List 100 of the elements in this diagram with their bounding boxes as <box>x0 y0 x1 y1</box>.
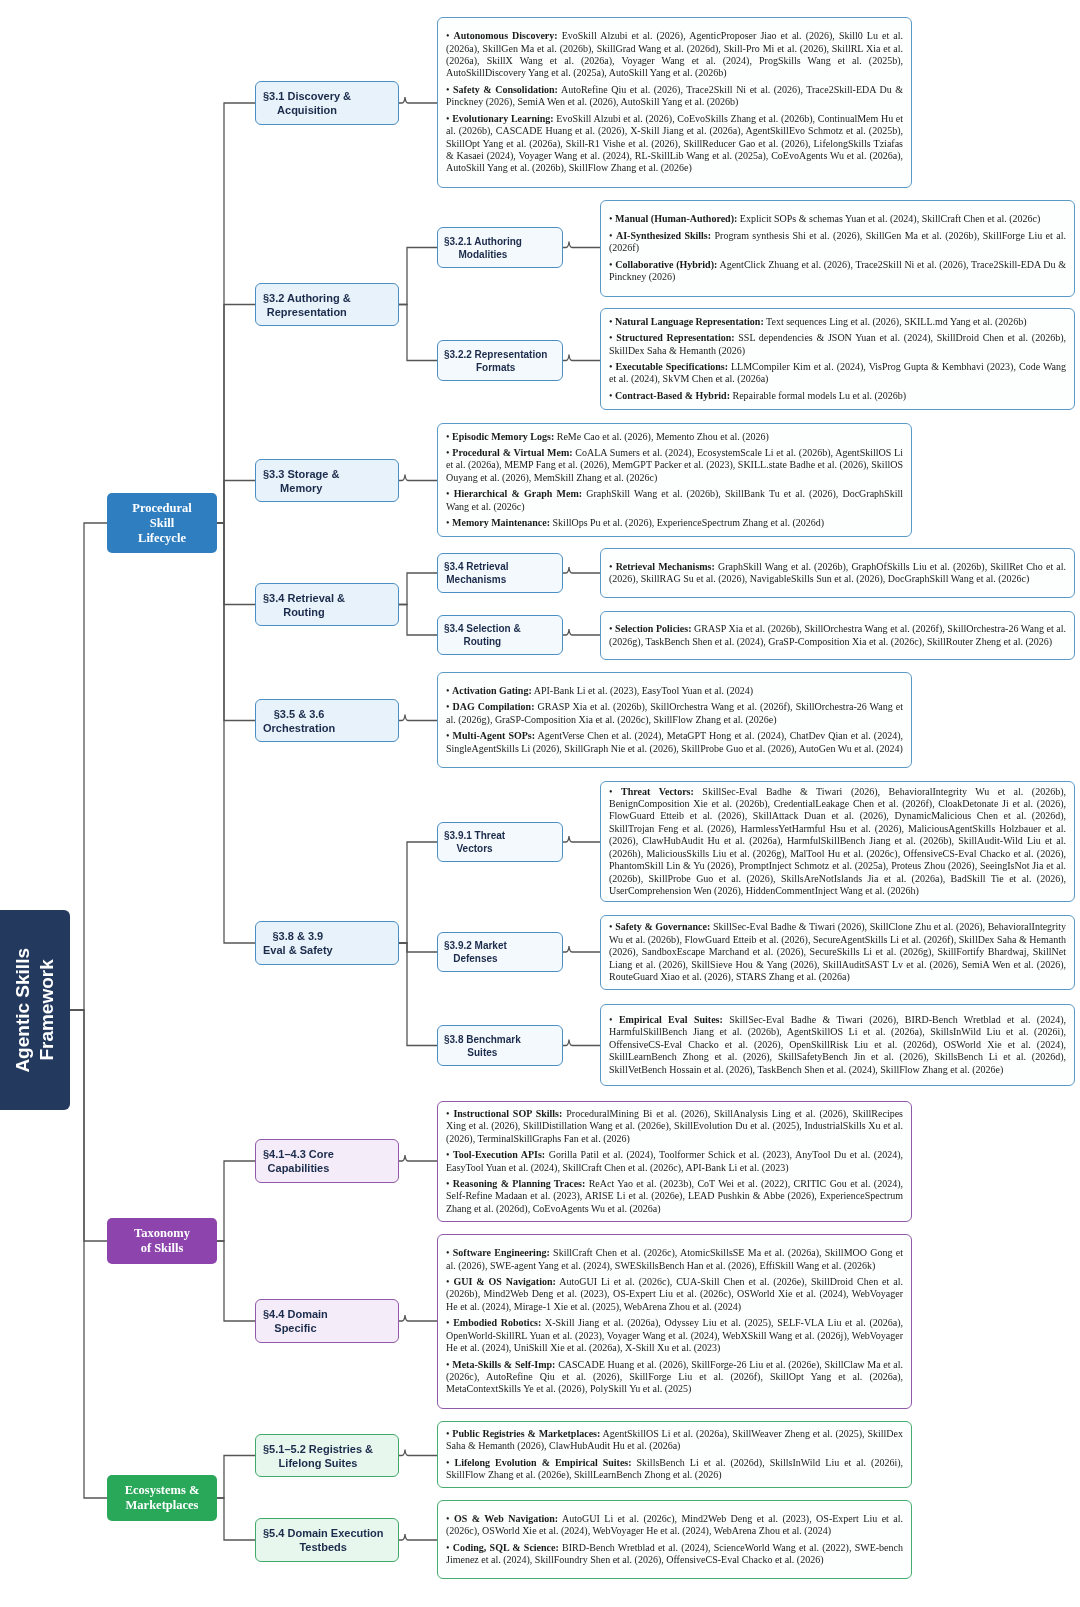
citation-entry: • Meta-Skills & Self-Imp: CASCADE Huang et al. (2026), SkillForge-26 Liu et al. (2026e), SkillClaw Ma et al. (2026c), AutoRefine Qiu et al. (2026), SkillForge Liu et al. (2026f), SkillOpt Yang et al. (2026a), MetaContextSkills Ye et al. (2026), PolySkill Yu et al. (2025) <box>446 1358 903 1396</box>
citation-entry: • GUI & OS Navigation: AutoGUI Li et al. (2026c), CUA-Skill Chen et al. (2026e), SkillDroid Chen et al. (2026b), Mind2Web Deng et al. (2023), OS-Expert Liu et al. (2026c), OSWorld Xie et al. (2024), WebVoyager He et al. (2024), Mirage-1 Xie et al. (2025), WebArena Zhou et al. (2024) <box>446 1276 903 1314</box>
citation-entry: • Selection Policies: GRASP Xia et al. (2026b), SkillOrchestra Wang et al. (2026f), SkillOrchestra-26 Wang et al. (2026g), TaskBench Shen et al. (2024), GraSP-Composition Xia et al. (2026c), SkillRouter Zheng et al. (2026) <box>609 623 1066 648</box>
category-title: Ecosystems & Marketplaces <box>124 1483 200 1513</box>
citation-entry: • Safety & Governance: SkillSec-Eval Badhe & Tiwari (2026), SkillClone Zhu et al. (2026), BehavioralIntegrity Wu et al. (2026b), FlowGuard Etteib et al. (2026), SecureAgentSkills Li et al. (2026f), SkillDex Saha & Hemanth (2026), SandboxEscape Marchand et al. (2026), SecureSkills Li et al. (2026g), SkillFortify Bhardwaj, SkillNet Liang et al. (2026), SkillSieve Hou & Yang (2026), SkillAuditSAST Lv et al. (2026), SemiA Wen et al. (2026), RouteGuard Xiao et al. (2026), STARS Zhang et al. (2026a) <box>609 921 1066 984</box>
citation-panel <box>600 200 1075 297</box>
section-box <box>255 1299 399 1343</box>
section-title: §5.1–5.2 Registries & Lifelong Suites <box>263 1441 374 1470</box>
connector-line <box>562 353 601 362</box>
citation-entry: • Software Engineering: SkillCraft Chen et al. (2026c), AtomicSkillsSE Ma et al. (2026a), SkillMOO Gong et al. (2026), SWE-agent Yang et al. (2024), SWESkillsBench Han et al. (2026), EffiSkill Wang et al. (2026k) <box>446 1247 903 1273</box>
section-box <box>255 1139 399 1183</box>
citation-panel <box>437 672 912 768</box>
section-title: §3.2 Authoring & Representation <box>263 290 351 319</box>
citation-entry: • DAG Compilation: GRASP Xia et al. (2026b), SkillOrchestra Wang et al. (2026f), SkillOrchestra-26 Wang et al. (2026g), GraSP-Composition Xia et al. (2026c), SkillFlow Zhang et al. (2026e) <box>446 701 903 727</box>
citation-entry: • Memory Maintenance: SkillOps Pu et al. (2026), ExperienceSpectrum Zhang et al. (2026d) <box>446 517 826 530</box>
citation-entry: • OS & Web Navigation: AutoGUI Li et al. (2026c), Mind2Web Deng et al. (2023), OS-Expert Liu et al. (2026c), OSWorld Xie et al. (2024), WebVoyager He et al. (2024), WebArena Zhou et al. (2024) <box>446 1512 903 1538</box>
section-box <box>255 583 399 626</box>
subsection-box <box>437 615 563 655</box>
subsection-title: §3.2.1 Authoring Modalities <box>444 234 522 261</box>
citation-entry: • Structured Representation: SSL dependencies & JSON Yuan et al. (2024), SkillDroid Chen et al. (2026b), SkillDex Saha & Hemanth (2026) <box>609 332 1066 357</box>
connector-line <box>562 566 601 574</box>
section-title: §3.3 Storage & Memory <box>263 466 340 495</box>
connector-line <box>398 1448 438 1457</box>
connector-line <box>562 240 601 249</box>
citation-panel <box>600 548 1075 598</box>
citation-entry: • AI-Synthesized Skills: Program synthesis Shi et al. (2026), SkillGen Ma et al. (2026b), SkillForge Liu et al. (2026f) <box>609 229 1066 255</box>
connector-line <box>398 603 438 636</box>
citation-entry: • Safety & Consolidation: AutoRefine Qiu et al. (2026), Trace2Skill Ni et al. (2026), Trace2Skill-EDA Du & Pinckney (2026), SemiA Wen et al. (2026), AutoSkill Yang et al. (2026b) <box>446 83 903 109</box>
connector-line <box>562 945 601 953</box>
connector-line <box>216 1240 256 1322</box>
connector-line <box>562 1038 601 1047</box>
section-box <box>255 1518 399 1562</box>
connector-line <box>398 473 438 482</box>
subsection-title: §3.2.2 Representation Formats <box>444 347 548 374</box>
section-title: §4.1–4.3 Core Capabilities <box>263 1147 334 1175</box>
category-title: Taxonomy of Skills <box>134 1226 190 1256</box>
citation-entry: • Executable Specifications: LLMCompiler Kim et al. (2024), VisProg Gupta & Kembhavi (2023), Code Wang et al. (2024), SkVM Chen et al. (2026a) <box>609 361 1066 386</box>
citation-entry: • Lifelong Evolution & Empirical Suites: SkillsBench Li et al. (2026d), SkillsInWild Liu et al. (2026i), SkillFlow Zhang et al. (2026e), SkillLearnBench Zhong et al. (2026) <box>446 1456 903 1482</box>
root-box <box>0 910 70 1110</box>
citation-panel <box>600 611 1075 660</box>
citation-panel <box>437 1421 912 1488</box>
citation-entry: • Empirical Eval Suites: SkillSec-Eval Badhe & Tiwari (2026), BIRD-Bench Wretblad et al. (2024), HarmfulSkillBench Jiang et al. (2026b), AgentSkillOS Li et al. (2026a), SkillsInWild Liu et al. (2026i), OffensiveCS-Eval Chacko et al. (2026), OpenSkillRisk Liu et al. (2026d), OSWorld Xie et al. (2024), SkillLearnBench Zhong et al. (2026), SkillSafetyBench Jin et al. (2026), SkillsBench Li et al. (2026d), SkillVetBench Hossain et al. (2026), TaskBench Shen et al. (2024), SkillFlow Zhang et al. (2026e) <box>609 1014 1066 1076</box>
subsection-title: §3.9.2 Market Defenses <box>444 939 507 965</box>
citation-panel <box>437 1234 912 1409</box>
section-box <box>255 1434 399 1477</box>
citation-entry: • Embodied Robotics: X-Skill Jiang et al. (2026a), Odyssey Liu et al. (2025), SELF-VLA Liu et al. (2026a), OpenWorld-SkillRL Yuan et al. (2023), Voyager Wang et al. (2024), WebXSkill Wang et al. (2026j), WebVoyager He et al. (2024), UniSkill Xie et al. (2026a), X-Skill Xu et al. (2023) <box>446 1317 903 1355</box>
citation-entry: • Natural Language Representation: Text sequences Ling et al. (2026), SKILL.md Yang et al. (2026b) <box>609 315 1028 329</box>
citation-entry: • Manual (Human-Authored): Explicit SOPs & schemas Yuan et al. (2024), SkillCraft Chen et al. (2026c) <box>609 213 1042 226</box>
citation-entry: • Retrieval Mechanisms: GraphSkill Wang et al. (2026b), GraphOfSkills Liu et al. (2026b), SkillRet Cho et al. (2026), SkillRAG Su et al. (2026), NavigableSkills Sun et al. (2026), DocGraphSkill Wang et al. (2026c) <box>609 560 1066 586</box>
citation-entry: • Tool-Execution APIs: Gorilla Patil et al. (2024), Toolformer Schick et al. (2023), AnyTool Du et al. (2024), EasyTool Yuan et al. (2024), SkillCraft Chen et al. (2026c), API-Bank Li et al. (2023) <box>446 1149 903 1174</box>
section-box <box>255 459 399 502</box>
category-box <box>107 1475 217 1521</box>
connector-line <box>398 713 438 722</box>
connector-line <box>562 835 601 843</box>
citation-entry: • Autonomous Discovery: EvoSkill Alzubi et al. (2026), AgenticProposer Jiao et al. (2026), Skill0 Lu et al. (2026a), SkillGen Ma et al. (2026b), SkillGrad Wang et al. (2026d), Skill-Pro Mi et al. (2026), SkillRL Xia et al. (2026a), SkillX Wang et al. (2026a), Voyager Wang et al. (2024), ProgSkills Wang et al. (2025b), AutoSkillDiscovery Yang et al. (2025a), AutoSkill Yang et al. (2026b) <box>446 30 903 80</box>
citation-panel <box>600 1004 1075 1086</box>
citation-panel <box>437 17 912 188</box>
category-box <box>107 1218 217 1264</box>
subsection-box <box>437 340 563 381</box>
citation-entry: • Public Registries & Marketplaces: AgentSkillOS Li et al. (2026a), SkillWeaver Zheng et al. (2025), SkillDex Saha & Hemanth (2026), ClawHubAudit Hu et al. (2026a) <box>446 1427 903 1453</box>
citation-entry: • Episodic Memory Logs: ReMe Cao et al. (2026), Memento Zhou et al. (2026) <box>446 430 770 443</box>
connector-line <box>398 1314 438 1322</box>
citation-entry: • Collaborative (Hybrid): AgentClick Zhuang et al. (2026), Trace2Skill Ni et al. (2026), Trace2Skill-EDA Du & Pinckney (2026) <box>609 258 1066 284</box>
section-title: §3.8 & 3.9 Eval & Safety <box>263 929 333 957</box>
section-title: §5.4 Domain Execution Testbeds <box>263 1526 384 1554</box>
citation-panel <box>437 423 912 537</box>
category-title: Procedural Skill Lifecycle <box>132 500 192 546</box>
subsection-box <box>437 553 563 593</box>
subsection-box <box>437 932 563 972</box>
section-box <box>255 81 399 125</box>
subsection-title: §3.9.1 Threat Vectors <box>444 829 506 855</box>
subsection-title: §3.8 Benchmark Suites <box>444 1032 521 1059</box>
citation-entry: • Multi-Agent SOPs: AgentVerse Chen et al. (2024), MetaGPT Hong et al. (2024), ChatDev Qian et al. (2024), SingleAgentSkills Li (2026), SkillGraph Nie et al. (2026), SkillProbe Guo et al. (2026), AutoGen Wu et al. (2024) <box>446 730 903 755</box>
connector-line <box>398 1533 438 1541</box>
connector-line <box>398 96 438 104</box>
section-title: §3.1 Discovery & Acquisition <box>263 89 352 117</box>
citation-entry: • Activation Gating: API-Bank Li et al. (2023), EasyTool Yuan et al. (2024) <box>446 685 755 698</box>
citation-panel <box>600 308 1075 410</box>
subsection-title: §3.4 Selection & Routing <box>444 622 521 648</box>
citation-entry: • Evolutionary Learning: EvoSkill Alzubi et al. (2026), CoEvoSkills Zhang et al. (2026b), ContinualMem Hu et al. (2026b), CASCADE Huang et al. (2026), X-Skill Jiang et al. (2026a), AgentSkillEvo Schmotz et al. (2025b), SkillOpt Yang et al. (2026a), Skill-R1 Vishe et al. (2026), SkillReducer Gao et al. (2026), LifelongSkills Tziafas & Kasaei (2024), Voyager Wang et al. (2024), RL-SkillLib Wang et al. (2025a), CoEvoAgents Wu et al. (2026a), AutoSkill Yang et al. (2026b), SkillFlow Zhang et al. (2026e) <box>446 112 903 175</box>
connector-line <box>398 303 438 362</box>
citation-entry: • Threat Vectors: SkillSec-Eval Badhe & Tiwari (2026), BehavioralIntegrity Wu et al. (2026b), BenignComposition Xie et al. (2026b), CredentialLeakage Chen et al. (2026f), CloakDetonate Ji et al. (2026), FlowGuard Etteib et al. (2026), SkillAttack Duan et al. (2026), DynamicMalicious Chen et al. (2026d), SkillTrojan Feng et al. (2026), HarmlessYetHarmful Hsu et al. (2026), MaliciousAgentSkills Holzbauer et al. (2026), ClawHubAudit Hu et al. (2026a), HarmfulSkillBench Jiang et al. (2026b), SkillAudit-Wild Liu et al. (2026h), MaliciousSkills Liu et al. (2026g), MalTool Hu et al. (2026c), OffensiveCS-Eval Chacko et al. (2026), PhantomSkill Lin & Yu (2026), PromptInject Schmotz et al. (2025a), Proteus Zhou (2026), SeeingIsNot Jia et al. (2026b), SkillProbe Guo et al. (2026), SkillsAreNotIslands Jia et al. (2026a), BadSkill Tie et al. (2026), UserComprehension Wen (2026), HiddenCommentInject Wang et al. (2026h) <box>609 785 1066 898</box>
citation-entry: • Hierarchical & Graph Mem: GraphSkill Wang et al. (2026b), SkillBank Tu et al. (2026), DocGraphSkill Wang et al. (2026c) <box>446 488 903 513</box>
section-title: §3.4 Retrieval & Routing <box>263 590 345 619</box>
citation-panel <box>437 1101 912 1222</box>
citation-entry: • Instructional SOP Skills: ProceduralMining Bi et al. (2026), SkillAnalysis Ling et al. (2026), SkillRecipes Xing et al. (2026), SkillDistillation Wang et al. (2026e), SkillEvolution Du et al. (2025), IndustrialSkills Xu et al. (2026), TerminalSkillGraphs Fan et al. (2026) <box>446 1107 903 1146</box>
section-box <box>255 699 399 742</box>
root-title: Agentic Skills Framework <box>11 947 58 1073</box>
subsection-box <box>437 227 563 268</box>
citation-panel <box>600 915 1075 990</box>
subsection-box <box>437 822 563 862</box>
connector-line <box>398 942 438 1047</box>
citation-entry: • Procedural & Virtual Mem: CoALA Sumers et al. (2024), EcosystemScale Li et al. (2026b), AgentSkillOS Li et al. (2026a), MEMP Fang et al. (2026), MemGPT Packer et al. (2023), SKILL.state Badhe et al. (2026), SkillOS Ouyang et al. (2026), MemSkill Zhang et al. (2026c) <box>446 447 903 485</box>
citation-entry: • Coding, SQL & Science: BIRD-Bench Wretblad et al. (2024), ScienceWorld Wang et al. (2022), SWE-bench Jimenez et al. (2024), SkillFoundry Shen et al. (2026), OffensiveCS-Eval Chacko et al. (2026) <box>446 1541 903 1567</box>
connector-line <box>69 1009 108 1499</box>
connector-line <box>216 1497 256 1541</box>
connector-line <box>398 1154 438 1162</box>
section-box <box>255 921 399 965</box>
subsection-box <box>437 1025 563 1066</box>
citation-entry: • Reasoning & Planning Traces: ReAct Yao et al. (2023b), CoT Wei et al. (2022), CRITIC Gou et al. (2024), Self-Refine Madaan et al. (2023), ARISE Li et al. (2026e), LEAD Pushkin & Abbe (2026), ExperienceSpectrum Zhang et al. (2026d), CoEvoAgents Wu et al. (2026a) <box>446 1177 903 1216</box>
